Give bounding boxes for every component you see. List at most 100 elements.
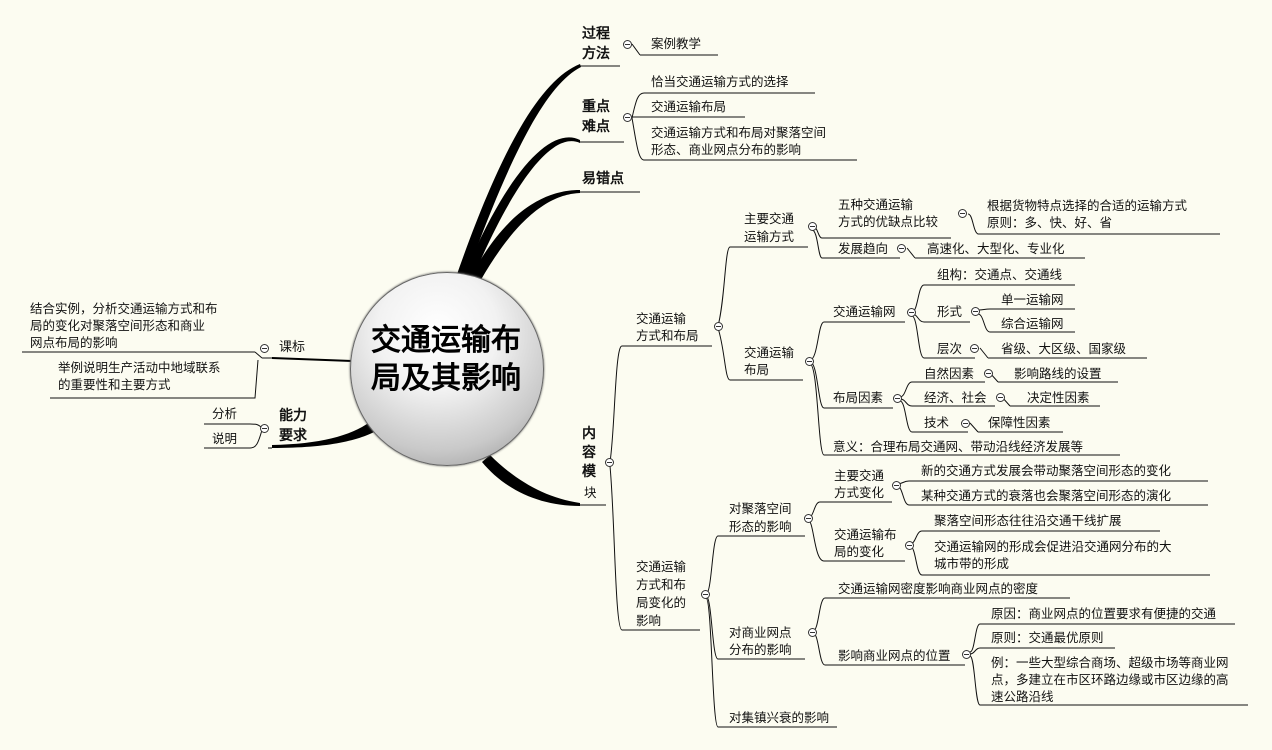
branch-b1-line1[interactable]: 交通运输 xyxy=(636,311,687,326)
topic-kebiao[interactable]: 课标 xyxy=(279,340,306,355)
b1b2c-item[interactable]: 保障性因素 xyxy=(988,415,1051,430)
b2b1[interactable]: 交通运输网密度影响商业网点的密度 xyxy=(838,581,1039,596)
topic-zhongdian-line2[interactable]: 难点 xyxy=(582,119,610,135)
b1b3[interactable]: 意义：合理布局交通网、带动沿线经济发展等 xyxy=(833,439,1084,454)
b1b-line1[interactable]: 交通运输 xyxy=(744,345,795,360)
b2a2-item[interactable]: 聚落空间形态往往沿交通干线扩展 xyxy=(934,513,1122,528)
collapse-toggle-icon[interactable] xyxy=(260,344,269,353)
b2b2-item-line[interactable]: 速公路沿线 xyxy=(991,689,1054,704)
b2a-line1[interactable]: 对聚落空间 xyxy=(729,501,792,516)
kebiao-item-line[interactable]: 的重要性和主要方式 xyxy=(58,377,171,392)
topic-guocheng-line1[interactable]: 过程 xyxy=(582,26,610,42)
b1a1-line1[interactable]: 五种交通运输 xyxy=(838,197,914,212)
b1a1-line2[interactable]: 方式的优缺点比较 xyxy=(838,214,939,229)
b2b2-item[interactable]: 原则：交通最优原则 xyxy=(991,630,1104,645)
nengli-item[interactable]: 说明 xyxy=(212,431,238,446)
collapse-toggle-icon[interactable] xyxy=(905,541,914,550)
b1b2a-item[interactable]: 影响路线的设置 xyxy=(1014,366,1102,381)
collapse-toggle-icon[interactable] xyxy=(892,481,901,490)
collapse-toggle-icon[interactable] xyxy=(996,393,1005,402)
zhongdian-item[interactable]: 恰当交通运输方式的选择 xyxy=(651,74,789,89)
collapse-toggle-icon[interactable] xyxy=(805,357,814,366)
b1a-line1[interactable]: 主要交通 xyxy=(744,211,795,226)
b1b2b[interactable]: 经济、社会 xyxy=(924,390,987,405)
b1b-line2[interactable]: 布局 xyxy=(744,362,770,377)
b2a1-item[interactable]: 某种交通方式的衰落也会聚落空间形态的演化 xyxy=(921,488,1172,503)
branch-b2-line[interactable]: 局变化的 xyxy=(636,595,687,610)
b2b2[interactable]: 影响商业网点的位置 xyxy=(838,648,951,663)
b2a1-line1[interactable]: 主要交通 xyxy=(834,468,885,483)
b1a1x-line1[interactable]: 根据货物特点选择的合适的运输方式 xyxy=(987,198,1188,213)
b2a2-line1[interactable]: 交通运输布 xyxy=(834,527,897,542)
b1b1c-item[interactable]: 省级、大区级、国家级 xyxy=(1001,341,1127,356)
zhongdian-item[interactable]: 交通运输布局 xyxy=(651,99,727,114)
b1b1b-item[interactable]: 综合运输网 xyxy=(1001,316,1064,331)
kebiao-item-line[interactable]: 结合实例，分析交通运输方式和布 xyxy=(30,301,218,316)
topic-content-char[interactable]: 块 xyxy=(584,485,597,500)
topic-content-char[interactable]: 模 xyxy=(582,464,596,480)
branch-b2-line[interactable]: 影响 xyxy=(636,613,662,628)
topic-nengli-line2[interactable]: 要求 xyxy=(279,428,307,444)
branch-b2-line[interactable]: 方式和布 xyxy=(636,577,687,592)
b2a2-item-line1[interactable]: 交通运输网的形成会促进沿交通网分布的大 xyxy=(934,539,1172,554)
b2b-line1[interactable]: 对商业网点 xyxy=(729,625,792,640)
collapse-toggle-icon[interactable] xyxy=(970,344,979,353)
kebiao-item-line[interactable]: 网点布局的影响 xyxy=(30,335,118,350)
guocheng-item[interactable]: 案例教学 xyxy=(651,36,702,51)
collapse-toggle-icon[interactable] xyxy=(701,590,710,599)
b1b2b-item[interactable]: 决定性因素 xyxy=(1027,390,1090,405)
collapse-toggle-icon[interactable] xyxy=(804,514,813,523)
topic-zhongdian-line1[interactable]: 重点 xyxy=(582,99,610,115)
b1b2[interactable]: 布局因素 xyxy=(833,390,884,405)
b1a-line2[interactable]: 运输方式 xyxy=(744,229,795,244)
b1b1b[interactable]: 形式 xyxy=(937,304,963,319)
nengli-item[interactable]: 分析 xyxy=(212,406,238,421)
b1b2c[interactable]: 技术 xyxy=(924,415,950,430)
b2b2-item-line[interactable]: 点，多建立在市区环路边缘或市区边缘的高 xyxy=(991,672,1229,687)
collapse-toggle-icon[interactable] xyxy=(623,113,632,122)
b2a1-item[interactable]: 新的交通方式发展会带动聚落空间形态的变化 xyxy=(921,463,1172,478)
collapse-toggle-icon[interactable] xyxy=(605,458,614,467)
topic-content-char[interactable]: 容 xyxy=(582,445,596,461)
collapse-toggle-icon[interactable] xyxy=(962,650,971,659)
b1b1b-item[interactable]: 单一运输网 xyxy=(1001,292,1064,307)
collapse-toggle-icon[interactable] xyxy=(714,322,723,331)
collapse-toggle-icon[interactable] xyxy=(907,308,916,317)
b2b2-item-line[interactable]: 例：一些大型综合商场、超级市场等商业网 xyxy=(991,655,1229,670)
topic-nengli-line1[interactable]: 能力 xyxy=(279,408,307,424)
collapse-toggle-icon[interactable] xyxy=(958,209,967,218)
b1b1c[interactable]: 层次 xyxy=(937,341,963,356)
b1a2[interactable]: 发展趋向 xyxy=(838,241,889,256)
b1a2x[interactable]: 高速化、大型化、专业化 xyxy=(927,241,1065,256)
b1b2a[interactable]: 自然因素 xyxy=(924,366,975,381)
b2a2-line2[interactable]: 局的变化 xyxy=(834,544,885,559)
collapse-toggle-icon[interactable] xyxy=(808,222,817,231)
branch-b1-line2[interactable]: 方式和布局 xyxy=(636,328,699,343)
b1a1x-line2[interactable]: 原则：多、快、好、省 xyxy=(987,215,1113,230)
b1b1a[interactable]: 组构：交通点、交通线 xyxy=(937,267,1063,282)
kebiao-item-line[interactable]: 举例说明生产活动中地域联系 xyxy=(58,360,221,375)
b2a2-item-line2[interactable]: 城市带的形成 xyxy=(934,556,1010,571)
topic-content-char[interactable]: 内 xyxy=(582,426,596,442)
collapse-toggle-icon[interactable] xyxy=(893,394,902,403)
b2c[interactable]: 对集镇兴衰的影响 xyxy=(729,710,830,725)
collapse-toggle-icon[interactable] xyxy=(897,244,906,253)
zhongdian-item-line2[interactable]: 形态、商业网点分布的影响 xyxy=(651,142,802,157)
collapse-toggle-icon[interactable] xyxy=(623,40,632,49)
collapse-toggle-icon[interactable] xyxy=(984,369,993,378)
collapse-toggle-icon[interactable] xyxy=(808,628,817,637)
zhongdian-item-line1[interactable]: 交通运输方式和布局对聚落空间 xyxy=(651,125,827,140)
collapse-toggle-icon[interactable] xyxy=(971,307,980,316)
topic-yicuodian[interactable]: 易错点 xyxy=(582,171,624,187)
collapse-toggle-icon[interactable] xyxy=(260,424,269,433)
b2b2-item[interactable]: 原因：商业网点的位置要求有便捷的交通 xyxy=(991,606,1217,621)
collapse-toggle-icon[interactable] xyxy=(961,419,970,428)
b2a1-line2[interactable]: 方式变化 xyxy=(834,485,885,500)
topic-guocheng-line2[interactable]: 方法 xyxy=(582,46,610,62)
branch-b2-line[interactable]: 交通运输 xyxy=(636,559,687,574)
b2b-line2[interactable]: 分布的影响 xyxy=(729,642,792,657)
b1b1[interactable]: 交通运输网 xyxy=(833,304,896,319)
b2a-line2[interactable]: 形态的影响 xyxy=(729,519,792,534)
central-topic-bubble[interactable] xyxy=(350,272,544,466)
kebiao-item-line[interactable]: 局的变化对聚落空间形态和商业 xyxy=(30,318,206,333)
